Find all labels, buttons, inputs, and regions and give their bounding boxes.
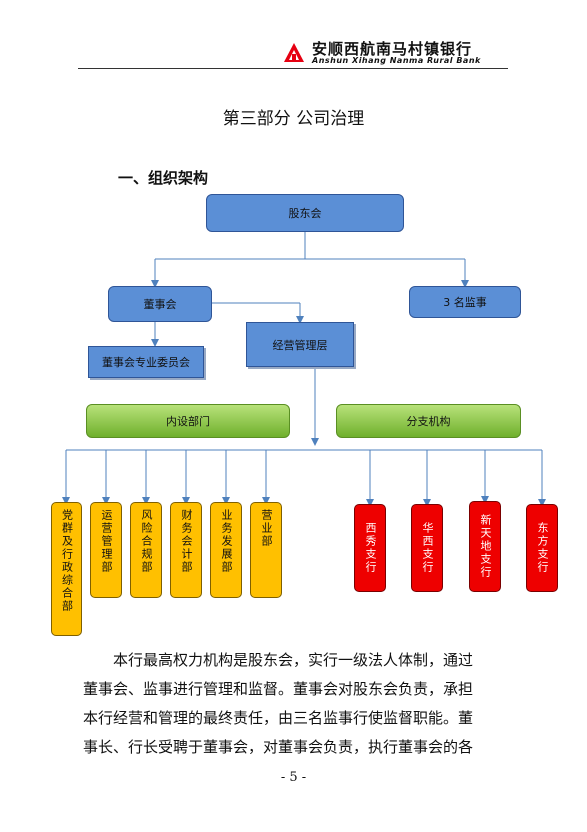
bank-name-en: Anshun Xihang Nanma Rural Bank bbox=[312, 56, 481, 65]
paragraph-line: 董事会、监事进行管理和监督。董事会对股东会负责，承担 bbox=[83, 680, 474, 698]
category-internal-departments: 内设部门 bbox=[86, 404, 290, 438]
dept-business-hall: 营业部 bbox=[250, 502, 282, 598]
paragraph-line: 事长、行长受聘于董事会，对董事会负责，执行董事会的各 bbox=[83, 738, 474, 756]
dept-operations: 运营管理部 bbox=[90, 502, 122, 598]
org-node-shareholders: 股东会 bbox=[206, 194, 404, 232]
bank-logo-icon bbox=[284, 43, 304, 62]
org-node-management: 经营管理层 bbox=[246, 322, 354, 367]
bank-name-cn: 安顺西航南马村镇银行 bbox=[312, 40, 473, 58]
paragraph-line: 本行最高权力机构是股东会，实行一级法人体制，通过 bbox=[113, 651, 474, 669]
governance-paragraph: 本行最高权力机构是股东会，实行一级法人体制，通过 董事会、监事进行管理和监督。董… bbox=[83, 646, 503, 762]
subsection-title: 一、组织架构 bbox=[118, 169, 209, 187]
org-node-supervisors: 3 名监事 bbox=[409, 286, 521, 318]
branch-xixiu: 西秀支行 bbox=[354, 504, 386, 592]
header-divider bbox=[78, 68, 508, 69]
org-node-board: 董事会 bbox=[108, 286, 212, 322]
paragraph-line: 本行经营和管理的最终责任，由三名监事行使监督职能。董 bbox=[83, 709, 474, 727]
branch-dongfang: 东方支行 bbox=[526, 504, 558, 592]
category-branches: 分支机构 bbox=[336, 404, 521, 438]
branch-huaxi: 华西支行 bbox=[411, 504, 443, 592]
branch-xintiandi: 新天地支行 bbox=[469, 501, 501, 592]
org-node-board-committee: 董事会专业委员会 bbox=[88, 346, 204, 378]
dept-business-development: 业务发展部 bbox=[210, 502, 242, 598]
page-number: - 5 - bbox=[280, 770, 307, 785]
dept-party-admin: 党群及行政综合部 bbox=[51, 502, 82, 636]
section-title: 第三部分 公司治理 bbox=[222, 109, 365, 129]
dept-finance: 财务会计部 bbox=[170, 502, 202, 598]
dept-risk-compliance: 风险合规部 bbox=[130, 502, 162, 598]
